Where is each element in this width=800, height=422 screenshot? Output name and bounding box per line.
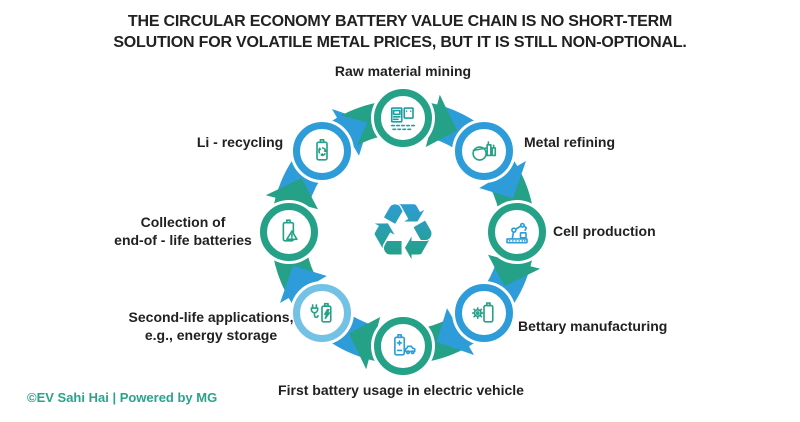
title-line-2: SOLUTION FOR VOLATILE METAL PRICES, BUT … [113,34,687,52]
node-li-recycling [293,122,352,181]
stage-label-second-life-applications: Second-life applications, e.g., energy s… [128,309,294,343]
robot-arm-icon [502,217,532,247]
stage-label-metal-refining: Metal refining [524,134,616,151]
node-bettary-manufacturing [454,283,513,342]
battery-car-icon [388,331,418,361]
credit-text: ©EV Sahi Hai | Powered by MG [27,390,218,405]
node-metal-refining [454,122,513,181]
node-first-battery-usage [374,317,432,375]
stage-label-first-battery-usage: First battery usage in electric vehicle [278,382,524,399]
node-raw-material-mining [374,89,432,147]
plug-battery-icon [307,298,337,328]
title-line-1: THE CIRCULAR ECONOMY BATTERY VALUE CHAIN… [127,13,673,30]
stage-label-bettary-manufacturing: Bettary manufacturing [518,318,668,335]
battery-warning-icon [274,217,304,247]
crucible-icon [469,136,499,166]
stage-label-li-recycling: Li - recycling [196,134,284,151]
stage-label-collection-end-of-life: Collection of end-of - life batteries [114,214,252,248]
mining-machine-icon [388,103,418,133]
battery-recycle-icon [307,136,337,166]
stage-label-cell-production: Cell production [553,223,656,240]
stage-label-raw-material-mining: Raw material mining [334,63,472,80]
recycle-icon: ♻ [368,188,438,278]
page-title: THE CIRCULAR ECONOMY BATTERY VALUE CHAIN… [0,11,800,53]
node-collection-end-of-life [260,203,318,261]
battery-gear-icon [469,298,499,328]
node-second-life-applications [293,283,352,342]
node-cell-production [488,203,546,261]
